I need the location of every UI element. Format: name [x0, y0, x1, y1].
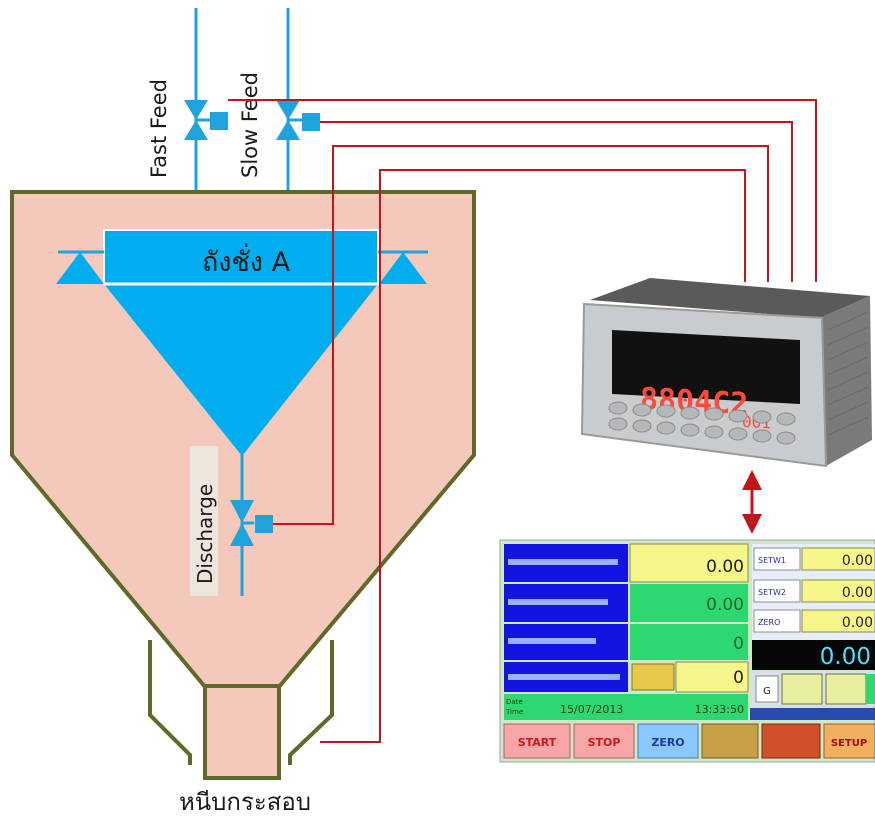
hmi-start-label: START	[518, 736, 557, 749]
discharge-label: Discharge	[193, 484, 217, 584]
signal-line-fast-feed	[228, 99, 817, 282]
slow-feed-actuator	[302, 113, 320, 131]
hmi-panel: 0.00 0.00 0 0 SETW1 0.00 SETW2 0.00 ZERO…	[499, 539, 875, 763]
hmi-row3-value: 0	[733, 634, 744, 654]
bag-clamp-right	[288, 640, 334, 765]
hmi-zero-button-label: ZERO	[651, 736, 684, 749]
load-cell-right	[378, 250, 428, 284]
signal-line-slow-feed	[320, 121, 793, 282]
hmi-setw2-value: 0.00	[842, 585, 873, 601]
hmi-setw1-value: 0.00	[842, 553, 873, 569]
hmi-zero-button[interactable]	[637, 723, 699, 759]
hmi-row2-value: 0.00	[706, 595, 744, 615]
slow-feed-label-bg	[236, 44, 264, 190]
comm-arrow	[742, 470, 762, 534]
signal-line-discharge	[273, 145, 769, 525]
indicator-side	[820, 296, 872, 466]
hmi-stop-button[interactable]	[573, 723, 635, 759]
fast-feed-label: Fast Feed	[147, 79, 171, 178]
hmi-row2-box	[630, 584, 748, 622]
bag-clamp-frame	[148, 640, 334, 765]
hmi-setw2-box	[801, 579, 875, 603]
hmi-setw2-label-box	[753, 579, 801, 603]
hmi-func-button-3[interactable]	[701, 723, 759, 759]
tank-cone	[104, 284, 378, 456]
signal-line-bag-clamp	[320, 169, 746, 743]
hmi-date-strip	[504, 694, 748, 720]
hmi-func-button-4[interactable]	[761, 723, 821, 759]
hmi-start-button[interactable]	[503, 723, 571, 759]
hmi-row4-small-button[interactable]	[631, 663, 675, 691]
hmi-time-label: Time	[505, 708, 523, 716]
signal-wiring	[228, 99, 817, 743]
hmi-row4-value: 0	[733, 668, 744, 688]
hmi-big-display	[752, 640, 875, 670]
hmi-status-strip	[750, 708, 875, 720]
bag-spout	[203, 684, 281, 780]
fast-feed-actuator	[210, 112, 228, 130]
slow-feed-valve	[276, 100, 320, 140]
hmi-date-value: 15/07/2013	[560, 703, 623, 716]
discharge-actuator	[255, 515, 273, 533]
indicator-keypad	[608, 401, 796, 445]
hmi-zero-label-box	[753, 609, 801, 633]
indicator-screen	[612, 330, 800, 404]
slow-feed-label: Slow Feed	[238, 72, 262, 178]
hmi-func-button-2[interactable]	[825, 673, 867, 705]
bag-clamp-left	[148, 640, 192, 765]
hmi-zero-box	[801, 609, 875, 633]
hmi-func-button-1[interactable]	[781, 673, 823, 705]
hmi-row1-value: 0.00	[706, 557, 744, 577]
hmi-setup-button[interactable]	[823, 723, 875, 759]
indicator-top	[590, 278, 870, 318]
hmi-g-button[interactable]	[755, 675, 779, 703]
hmi-setw1-label-box	[753, 547, 801, 571]
hmi-zero-label: ZERO	[758, 618, 780, 627]
bag-clamp-label: หนีบกระสอบ	[179, 788, 311, 816]
discharge-label-bg	[190, 446, 218, 596]
hmi-setw1-box	[801, 547, 875, 571]
hmi-stop-label: STOP	[588, 736, 621, 749]
hmi-row3-box	[630, 624, 748, 660]
hmi-date-label: Date	[506, 698, 523, 706]
hmi-setw2-label: SETW2	[758, 588, 786, 597]
hmi-row4-box	[675, 661, 749, 693]
weighing-indicator: 8804C2 001	[580, 278, 872, 468]
discharge-valve	[230, 500, 273, 546]
fast-feed-valve	[184, 100, 228, 140]
hmi-setup-label: SETUP	[831, 738, 867, 749]
hmi-big-value: 0.00	[820, 644, 871, 670]
hmi-setw1-label: SETW1	[758, 556, 786, 565]
hmi-row1-box	[629, 543, 749, 583]
load-cell-left	[56, 250, 104, 284]
hmi-time-value: 13:33:50	[695, 703, 744, 716]
tank-label: ถังชั่ง A	[202, 243, 291, 278]
hmi-zero-value: 0.00	[842, 615, 873, 631]
hmi-g-label: G	[763, 686, 771, 697]
